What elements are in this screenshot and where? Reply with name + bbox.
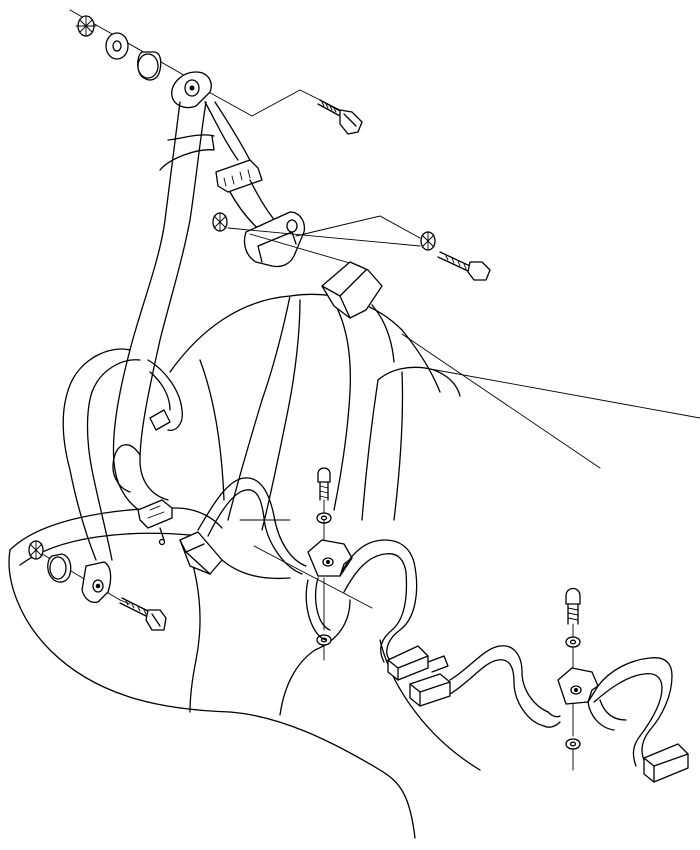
upper-anchor-centerline [69, 9, 341, 117]
right-buckle-strap [409, 645, 673, 767]
guide-bracket [321, 261, 383, 319]
height-adjuster-slider [215, 159, 277, 233]
upper-anchor-washer [75, 15, 97, 37]
center-buckle-right [387, 645, 449, 681]
guide-mount-washer [212, 212, 228, 232]
guide-mount-washer-right [420, 231, 436, 251]
guide-mount-bolt [437, 251, 491, 281]
guide-mount-centerline [227, 215, 421, 267]
retractor-loop [62, 348, 183, 561]
lower-anchor-bushing [47, 553, 72, 583]
center-buckle-bracket [307, 539, 353, 661]
upper-anchor-spacer-washer [105, 32, 129, 60]
upper-anchor-bolt [317, 99, 363, 135]
lower-anchor-washer [28, 540, 44, 560]
right-end-latch [643, 743, 689, 783]
center-buckle-bolt [316, 467, 332, 551]
lower-anchor-plate [81, 561, 112, 604]
belt-guide [243, 211, 306, 268]
rear-seat-back [169, 293, 700, 531]
upper-anchor-plate [171, 71, 212, 109]
right-buckle-bolt [565, 587, 581, 669]
lower-anchor-bolt [119, 597, 167, 631]
center-buckle-left [179, 477, 307, 580]
lower-anchor-centerline [31, 547, 131, 605]
upper-anchor-bushing [137, 51, 162, 81]
right-buckle-bracket [557, 667, 599, 771]
center-lap-belt [253, 539, 418, 663]
shoulder-belt [112, 101, 255, 513]
